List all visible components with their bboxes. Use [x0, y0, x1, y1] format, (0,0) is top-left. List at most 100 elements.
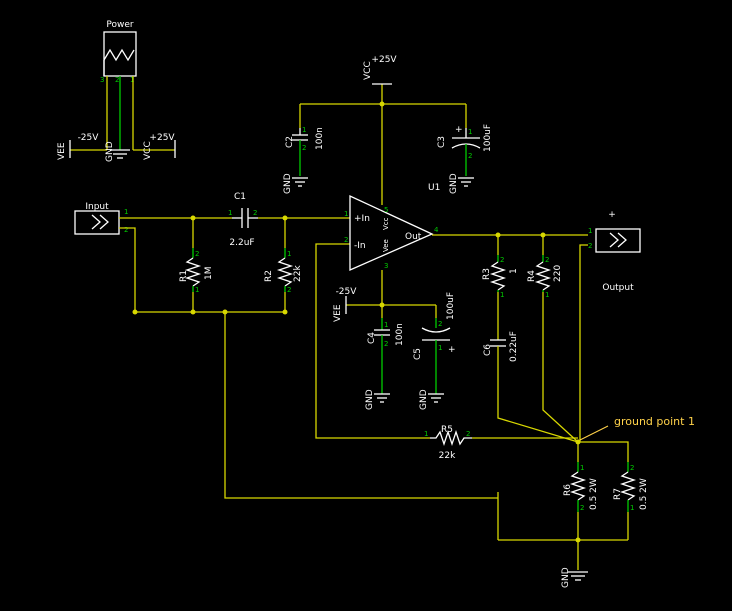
c1-value: 2.2uF — [229, 238, 254, 248]
r7-value: 0.5 2W — [639, 478, 649, 510]
opamp-in-minus-label: -In — [354, 241, 366, 251]
capacitor-c4: C4 100n 1 2 GND — [365, 318, 405, 410]
r4-pin-2: 2 — [545, 256, 549, 264]
power-pin-2: 2 — [115, 76, 119, 84]
input-pin-1: 1 — [124, 208, 128, 216]
input-connector: Input 1 2 — [74, 202, 128, 235]
opamp-pin-4: 4 — [434, 226, 439, 234]
wire-r4-to-ground-point — [542, 292, 579, 443]
c2-gnd-label: GND — [283, 173, 293, 194]
capacitor-c1: C1 2.2uF 1 2 — [228, 192, 258, 248]
main-gnd-label: GND — [561, 567, 571, 588]
junction-r3 — [495, 232, 501, 238]
c5-pin-1: 1 — [438, 344, 442, 352]
r5-pin-1: 1 — [424, 430, 428, 438]
r3-pin-2: 2 — [500, 256, 504, 264]
c4-pin-1: 1 — [384, 321, 388, 329]
r3-ref: R3 — [482, 268, 492, 280]
wire-input-return — [119, 227, 285, 313]
power-connector-label: Power — [106, 20, 134, 30]
junction-r1-bottom — [190, 309, 196, 315]
main-ground-symbol: GND — [561, 567, 588, 588]
r5-pin-2: 2 — [466, 430, 470, 438]
opamp-vcc-label: Vcc — [382, 217, 390, 230]
opamp-body — [349, 194, 434, 271]
power-vee-label: VEE — [57, 142, 67, 160]
vee-rail-value: -25V — [336, 287, 358, 297]
wire-c6-to-ground-point — [497, 366, 579, 443]
c1-pin-2: 2 — [253, 209, 257, 217]
r4-pin-1: 1 — [545, 291, 549, 299]
power-vee-value: -25V — [78, 133, 100, 143]
power-gnd-symbol — [110, 149, 130, 159]
r7-pin-1: 1 — [630, 504, 634, 512]
resistor-r5: R5 22k 1 2 — [424, 425, 472, 461]
power-vcc-value: +25V — [149, 133, 175, 143]
junction-input-return — [132, 309, 138, 315]
c1-pin-1: 1 — [228, 209, 232, 217]
c4-gnd-label: GND — [365, 389, 375, 410]
r2-pin-1: 1 — [287, 250, 291, 258]
opamp-u1: +In -In Out Vee Vcc U1 1 2 3 4 5 — [344, 183, 440, 271]
c4-pin-2: 2 — [384, 340, 388, 348]
c3-polarity: + — [455, 125, 463, 135]
r1-ref: R1 — [179, 270, 189, 282]
r7-ref: R7 — [613, 488, 623, 500]
power-gnd-label: GND — [105, 141, 115, 162]
r6-ref: R6 — [563, 484, 573, 496]
junction-r4 — [540, 232, 546, 238]
r1-value: 1M — [204, 267, 214, 281]
r2-value: 22k — [293, 265, 303, 282]
wires — [119, 84, 629, 570]
c5-ref: C5 — [413, 348, 423, 360]
c1-ref: C1 — [234, 192, 246, 202]
c3-value: 100uF — [483, 124, 493, 152]
c2-gnd-symbol — [292, 177, 308, 187]
power-vcc-label: VCC — [143, 141, 153, 160]
wire-output-return — [579, 244, 588, 442]
junction-r1 — [190, 215, 196, 221]
c6-value: 0.22uF — [509, 331, 519, 362]
output-pin-1: 1 — [588, 227, 592, 235]
c4-ref: C4 — [367, 332, 377, 344]
junction-vee — [379, 302, 385, 308]
junctions — [132, 101, 581, 543]
junction-main-ground — [575, 537, 581, 543]
r4-ref: R4 — [527, 270, 537, 282]
resistor-r1: R1 1M 2 1 — [179, 248, 214, 294]
opamp-ref: U1 — [428, 183, 440, 193]
opamp-pin-2: 2 — [344, 236, 348, 244]
junction-return — [222, 309, 228, 315]
power-pin-3: 3 — [100, 76, 104, 84]
wire-r7-top — [578, 441, 629, 462]
r5-value: 22k — [439, 451, 456, 461]
r7-pin-2: 2 — [630, 464, 634, 472]
output-connector-polarity: + — [608, 210, 616, 220]
junction-vcc — [379, 101, 385, 107]
c3-pin-2: 2 — [468, 152, 472, 160]
capacitor-c6: C6 0.22uF — [483, 326, 519, 366]
vcc-rail-value: +25V — [371, 55, 397, 65]
r1-pin-2: 2 — [195, 250, 199, 258]
annotation-ground-point-1: ground point 1 — [614, 415, 695, 428]
c5-gnd-label: GND — [419, 389, 429, 410]
r1-pin-1: 1 — [195, 286, 199, 294]
c3-gnd-symbol — [458, 177, 474, 187]
c5-pin-2: 2 — [438, 320, 442, 328]
opamp-pin-3: 3 — [384, 262, 388, 270]
resistor-r6: R6 0.5 2W 1 2 — [563, 462, 599, 512]
input-pin-2: 2 — [124, 226, 128, 234]
power-pin-1: 1 — [130, 76, 134, 84]
c2-ref: C2 — [285, 136, 295, 148]
vee-rail-label: VEE — [333, 304, 343, 322]
opamp-vee-label: Vee — [382, 239, 390, 252]
opamp-out-label: Out — [405, 232, 422, 242]
c4-gnd-symbol — [374, 393, 390, 403]
r3-pin-1: 1 — [500, 291, 504, 299]
resistor-r2: R2 22k 1 2 — [264, 248, 303, 294]
r4-value: 220 — [553, 265, 563, 282]
resistor-r7: R7 0.5 2W 2 1 — [613, 462, 649, 512]
power-connector: Power 3 2 1 -25V +25V VEE VCC GND — [57, 20, 176, 162]
c3-pin-1: 1 — [468, 128, 472, 136]
wire-feedback-inminus — [315, 243, 430, 439]
